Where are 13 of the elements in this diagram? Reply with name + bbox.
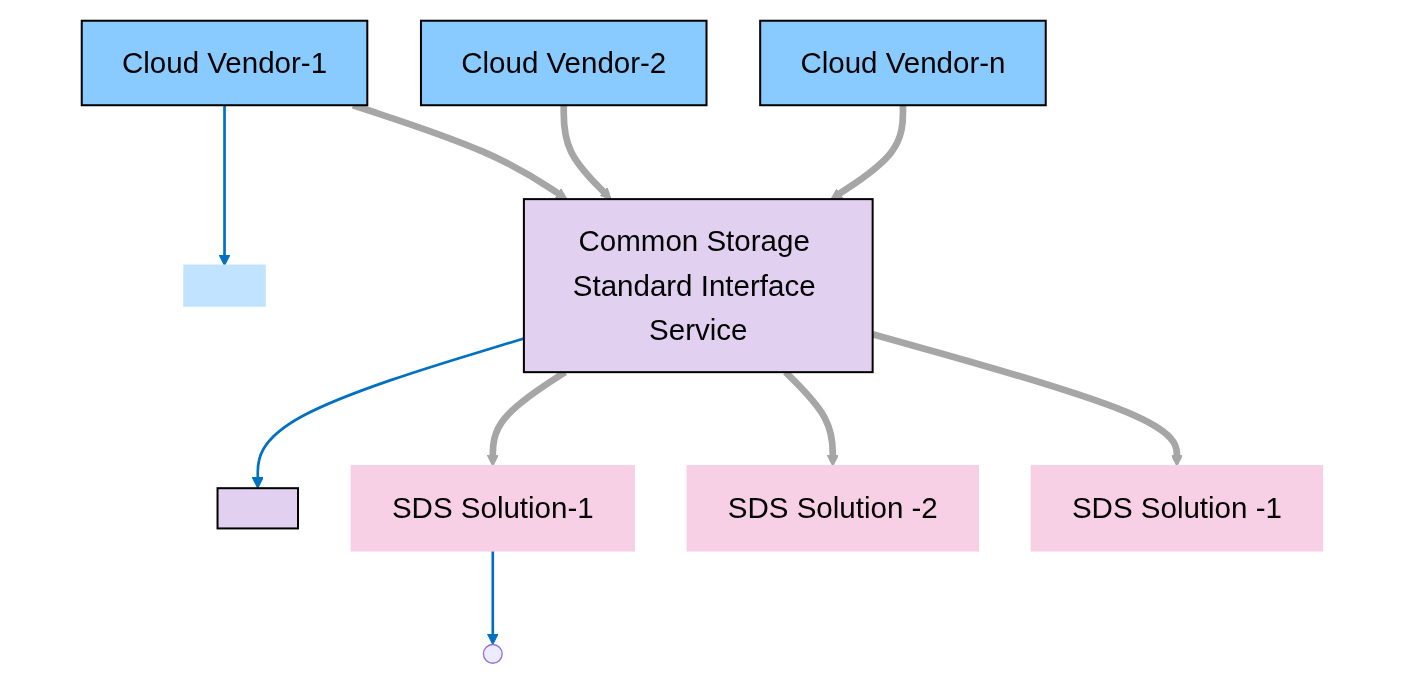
node-box <box>758 19 1047 107</box>
node-box <box>80 19 368 107</box>
node-box <box>1030 465 1323 552</box>
arrow <box>486 550 499 645</box>
node-box <box>350 465 635 552</box>
node-box <box>182 264 266 307</box>
node-box <box>686 465 979 552</box>
arrow <box>251 337 524 489</box>
node-box <box>522 198 874 374</box>
arrow <box>830 105 906 200</box>
node-box <box>419 19 708 107</box>
node-box <box>216 487 299 530</box>
arrow <box>559 105 612 200</box>
